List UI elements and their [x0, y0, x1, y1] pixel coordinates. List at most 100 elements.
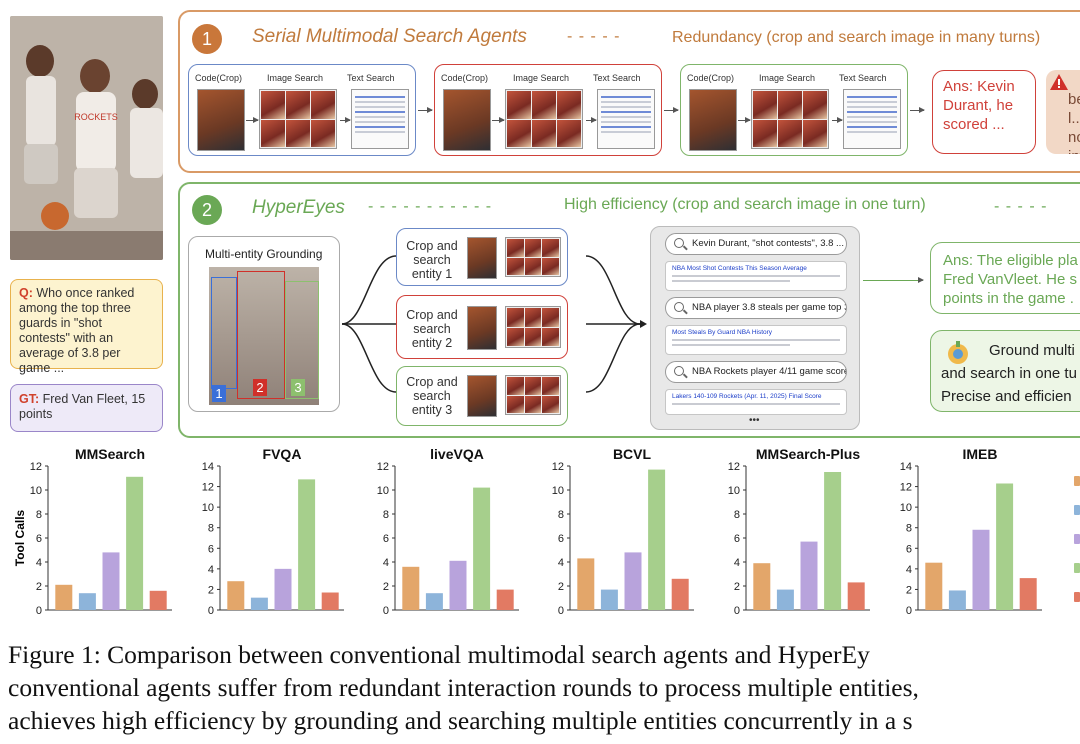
bar	[671, 578, 689, 610]
y-tick-label: 6	[208, 543, 214, 555]
caption-line-2: conventional agents suffer from redundan…	[8, 673, 919, 702]
search-result-1: NBA Most Shot Contests This Season Avera…	[665, 261, 847, 291]
bar	[776, 589, 794, 610]
panel1-number-badge: 1	[192, 24, 222, 54]
image-search-label: Image Search	[267, 73, 324, 83]
panel2-dashes: - - - - - - - - - - -	[368, 198, 493, 215]
crop-entity-3-box: Crop and search entity 3	[396, 366, 568, 426]
chart-title: MMSearch-Plus	[756, 446, 860, 462]
legend-swatch	[1074, 534, 1080, 544]
arrow	[586, 117, 597, 123]
chart-title: liveVQA	[430, 446, 484, 462]
search-result-1-title: NBA Most Shot Contests This Season Avera…	[672, 265, 807, 272]
y-tick-label: 10	[202, 502, 214, 514]
y-tick-label: 8	[36, 509, 42, 521]
search-query-1: Kevin Durant, "shot contests", 3.8 ...	[665, 233, 847, 255]
bar	[227, 581, 245, 610]
y-tick-label: 4	[208, 564, 214, 576]
crop-thumbnail	[197, 89, 245, 151]
y-tick-label: 8	[906, 523, 912, 535]
hypereyes-panel: 2 HyperEyes - - - - - - - - - - - High e…	[178, 182, 1080, 438]
entity-tag-2: 2	[253, 379, 267, 396]
y-tick-label: 6	[36, 533, 42, 545]
chart-title: MMSearch	[75, 446, 145, 462]
entity-box-2	[237, 271, 285, 399]
bar	[996, 483, 1014, 610]
crop-entity-2-box: Crop and search entity 2	[396, 295, 568, 359]
hypereyes-answer-line-1: Ans: The eligible pla	[943, 252, 1078, 269]
ground-line-3: Precise and efficien	[941, 388, 1072, 405]
y-tick-label: 4	[734, 557, 740, 569]
ground-truth-box: GT: Fred Van Fleet, 15 points	[10, 384, 163, 432]
text-search-label: Text Search	[839, 73, 887, 83]
crop-thumbnail	[689, 89, 737, 151]
y-tick-label: 12	[728, 461, 740, 473]
arrow	[340, 117, 351, 123]
bar	[753, 563, 771, 610]
basketball-players-photo: ROCKETS	[10, 16, 163, 260]
bar	[1019, 578, 1037, 610]
search-query-2-text: NBA player 3.8 steals per game top 3 ...	[692, 302, 847, 313]
crop-thumbnail	[443, 89, 491, 151]
crop-entity-3-label: Crop and search entity 3	[406, 375, 458, 417]
y-tick-label: 12	[900, 482, 912, 494]
step-box-3: Code(Crop) Image Search Text Search	[680, 64, 908, 156]
bar	[321, 592, 339, 610]
warning-box: be l... nois... inte...	[1046, 70, 1080, 154]
bar	[577, 558, 595, 610]
search-result-3: Lakers 140-109 Rockets (Apr. 11, 2025) F…	[665, 389, 847, 415]
y-tick-label: 8	[208, 523, 214, 535]
bar	[824, 472, 842, 610]
arrow	[492, 117, 505, 123]
y-tick-label: 10	[377, 485, 389, 497]
text-search-label: Text Search	[347, 73, 395, 83]
search-result-2-title: Most Steals By Guard NBA History	[672, 329, 773, 336]
y-tick-label: 0	[906, 605, 912, 616]
svg-text:ROCKETS: ROCKETS	[74, 112, 118, 122]
y-tick-label: 2	[734, 581, 740, 593]
bar	[425, 593, 443, 610]
serial-answer-text: Ans: Kevin Durant, he scored ...	[943, 78, 1015, 133]
search-result-3-title: Lakers 140-109 Rockets (Apr. 11, 2025) F…	[672, 393, 822, 400]
players-illustration: ROCKETS	[10, 16, 163, 260]
bar	[972, 529, 990, 610]
question-text: Who once ranked among the top three guar…	[19, 286, 135, 375]
bar	[800, 541, 818, 610]
bar	[473, 487, 491, 610]
ground-and-search-box: Ground multi and search in one tu Precis…	[930, 330, 1080, 412]
bar	[449, 560, 467, 610]
y-tick-label: 2	[906, 584, 912, 596]
question-box: Q: Who once ranked among the top three g…	[10, 279, 163, 375]
crop-entity-1-box: Crop and search entity 1	[396, 228, 568, 286]
y-tick-label: 8	[383, 509, 389, 521]
search-query-3-text: NBA Rockets player 4/11 game score ...	[692, 366, 847, 377]
y-axis-label: Tool Calls	[13, 509, 27, 566]
entity-tag-1: 1	[212, 385, 226, 402]
bar	[925, 562, 943, 610]
serial-answer-box: Ans: Kevin Durant, he scored ...	[932, 70, 1036, 154]
warning-icon	[1050, 74, 1068, 90]
panel2-title: HyperEyes	[252, 197, 345, 218]
serial-agents-panel: 1 Serial Multimodal Search Agents - - - …	[178, 10, 1080, 173]
y-tick-label: 12	[202, 482, 214, 494]
code-crop-label: Code(Crop)	[195, 73, 243, 83]
more-results-ellipsis: •••	[749, 415, 760, 426]
y-tick-label: 2	[208, 584, 214, 596]
y-tick-label: 12	[30, 461, 42, 473]
y-tick-label: 10	[728, 485, 740, 497]
bar	[402, 566, 420, 610]
crop-thumbnail	[467, 375, 497, 417]
panel1-dashes: - - - - -	[567, 28, 621, 45]
search-icon	[674, 366, 684, 376]
bar	[648, 469, 666, 610]
y-tick-label: 0	[208, 605, 214, 616]
bar	[496, 589, 514, 610]
hypereyes-answer-line-3: points in the game .	[943, 290, 1074, 307]
crop-entity-2-label: Crop and search entity 2	[406, 308, 458, 350]
y-tick-label: 14	[202, 461, 214, 473]
